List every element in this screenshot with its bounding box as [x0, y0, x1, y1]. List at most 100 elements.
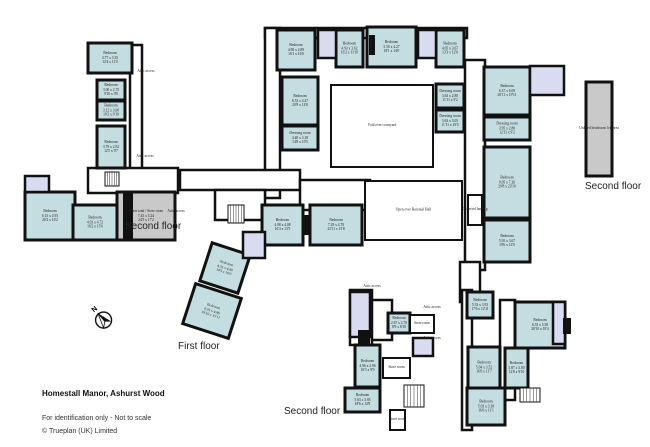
floor-label-second-right: Second floor [585, 181, 642, 192]
room-bedroom [482, 65, 532, 117]
room-size-metric: 5.04 x 3.52 [476, 366, 492, 370]
room-open-over-baronial-hall [364, 180, 463, 241]
chimney-breast [369, 35, 375, 55]
room-size-imperial: 24'5 x 17'2 [138, 218, 154, 222]
room-outline [503, 346, 530, 390]
attic-access-label: Attic access [363, 284, 381, 288]
room-size-metric: 4.90 x 4.89 [288, 48, 304, 52]
floor-label-second-left: Second floor [125, 221, 182, 232]
room-bedroom [465, 386, 507, 427]
room-size-imperial: 19'10 x 15'11 [201, 310, 221, 320]
room-size-metric: 9.05 x 7.26 [499, 181, 515, 185]
room-size-imperial: 9'10 x 9'0 [104, 92, 118, 96]
room-size-metric: 2.67 x 2.70 [391, 321, 407, 325]
room-size-imperial: 12'8 x 9'10 [509, 370, 525, 374]
room-outline [482, 115, 532, 142]
room-bedroom [308, 203, 364, 247]
corridor [178, 168, 302, 192]
room-outline [467, 194, 483, 226]
room-name: Bedroom [533, 318, 547, 322]
room-size-imperial: 19'6 x 12'0 [499, 243, 515, 247]
room-size-metric: 4.48 x 3.18 [292, 136, 308, 140]
room-size-metric: 4.93 x 3.62 [341, 47, 357, 51]
room-void-over-courtyard [330, 84, 434, 168]
room-name: Bedroom [104, 140, 118, 144]
room-name: Store room [414, 321, 430, 325]
room-outline [275, 28, 317, 72]
room-outline [364, 180, 463, 241]
room-size-metric: 4.93 x 4.72 [87, 221, 103, 225]
room-size-imperial: 29'8 x 23'10 [498, 185, 516, 189]
room-size-imperial: 16'1 x 16'0 [288, 52, 304, 56]
room-outline [482, 218, 532, 264]
room-bedroom [482, 218, 532, 264]
room-size-imperial: 18'6 x 12'8 [355, 402, 371, 406]
room-size-imperial: 11'11 x 10'0 [441, 123, 458, 127]
room-outline [465, 386, 507, 427]
room-size-imperial: 16'4 x 13'5 [275, 227, 291, 231]
room-size-imperial: 12'11 x 9'2 [499, 131, 515, 135]
room-name: Bedroom [479, 400, 493, 404]
room-size-imperial: 16'6 x 11'1 [478, 409, 494, 413]
room-label: Store room [414, 321, 430, 325]
room-size-imperial: 10'2 x 9'10 [103, 113, 119, 117]
room-name: Bedroom [88, 216, 102, 220]
staircase [403, 384, 425, 408]
room-name: Void over courtyard [368, 123, 397, 127]
attic-access-label: Attic access [423, 336, 441, 340]
room-bedroom [365, 25, 418, 69]
room-name: Bedroom [276, 218, 290, 222]
north-arrow-icon: N [91, 305, 113, 330]
room-size-metric: 3.63 x 2.80 [442, 94, 458, 98]
floor-label-second-bottom: Second floor [284, 406, 341, 417]
room-outline [389, 409, 406, 431]
room-bedroom [466, 345, 502, 390]
room-name: Bedroom [43, 209, 57, 213]
room-outline [95, 99, 127, 122]
room-size-imperial: 20'10 x 18'4 [531, 327, 549, 331]
room-bedroom [95, 124, 127, 170]
attic-access-label: Attic access [167, 209, 185, 213]
chimney-breast [302, 215, 310, 235]
room-outline [382, 357, 411, 379]
room-outline [466, 345, 502, 390]
room-size-metric: 5.33 x 3.93 [472, 303, 488, 307]
corridor [463, 58, 487, 272]
room-size-metric: 5.03 x 3.38 [478, 405, 494, 409]
room-size-imperial: 13'3 x 12'0 [442, 51, 458, 55]
room-name: Bedroom [510, 361, 524, 365]
bathroom [411, 336, 435, 358]
room-size-imperial: 12'4 x 11'0 [102, 60, 118, 64]
room-label: Open over Baronial Hall [396, 208, 431, 212]
room-outline [280, 124, 320, 152]
room-name: Bedroom [329, 218, 343, 222]
room-name: Dressing room [289, 131, 310, 135]
room-size-imperial: 20'9 x 14'8 [292, 103, 308, 107]
room-size-imperial: 20'2 x 16'2 [42, 218, 58, 222]
room-outline [434, 82, 466, 110]
room-size-metric: 6.15 x 4.93 [42, 214, 58, 218]
room-size-metric: 3.79 x 2.92 [103, 145, 119, 149]
room-name: Dressing room [439, 114, 460, 118]
room-size-imperial: 18'1 x 14'0 [384, 49, 400, 53]
room-size-imperial: 16'3 x 9'9 [361, 368, 375, 372]
room-size-imperial: 14'3 x 16'0 [216, 267, 232, 276]
disclaimer: For identification only - Not to scale [42, 415, 152, 422]
bathroom [23, 174, 51, 194]
room-name: Bedroom [343, 42, 357, 46]
room-label: Store room [388, 365, 404, 369]
room-outline [465, 290, 495, 320]
